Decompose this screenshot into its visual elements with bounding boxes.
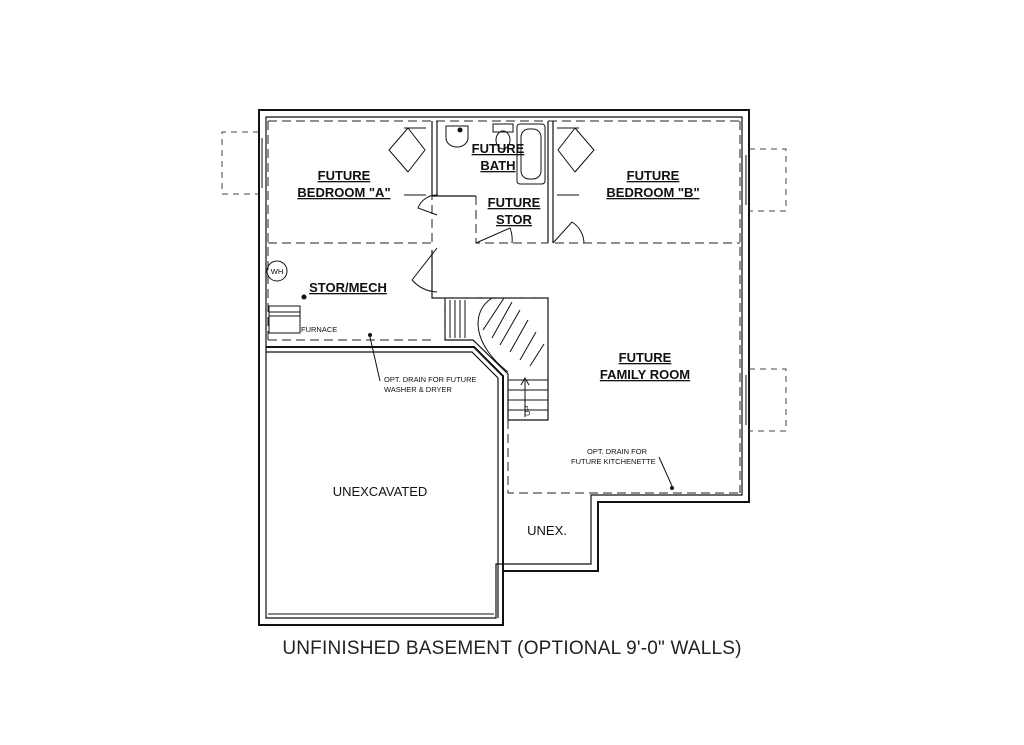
exterior-walls — [258, 109, 750, 626]
bedroom-a-label-1: FUTURE — [318, 168, 371, 183]
washer-drain-note-1: OPT. DRAIN FOR FUTURE — [384, 375, 477, 384]
bedroom-a-label-2: BEDROOM "A" — [297, 185, 390, 200]
stairs — [266, 250, 549, 618]
stor-label-2: STOR — [496, 212, 532, 227]
bedroom-b-label-2: BEDROOM "B" — [606, 185, 699, 200]
stairs-up-label: UP — [523, 406, 532, 416]
future-walls — [267, 120, 741, 494]
bath-label-1: FUTURE — [472, 141, 525, 156]
stor-mech-label: STOR/MECH — [309, 280, 387, 295]
furnace-label: FURNACE — [301, 325, 337, 334]
plan-caption: UNFINISHED BASEMENT (OPTIONAL 9'-0" WALL… — [282, 638, 742, 659]
stor-label-1: FUTURE — [488, 195, 541, 210]
family-room-label-2: FAMILY ROOM — [600, 367, 690, 382]
doors — [411, 194, 585, 293]
drain-leaders — [368, 333, 674, 490]
unex-label: UNEX. — [527, 523, 567, 538]
bedroom-b-label-1: FUTURE — [627, 168, 680, 183]
unexcavated-label: UNEXCAVATED — [333, 484, 428, 499]
washer-drain-note-2: WASHER & DRYER — [384, 385, 453, 394]
kitchenette-drain-note-1: OPT. DRAIN FOR — [587, 447, 648, 456]
bath-label-2: BATH — [480, 158, 515, 173]
mechanical — [266, 260, 307, 334]
closet-doors — [388, 127, 595, 196]
kitchenette-drain-note-2: FUTURE KITCHENETTE — [571, 457, 656, 466]
family-room-label-1: FUTURE — [619, 350, 672, 365]
core-partitions — [431, 121, 554, 243]
window-wells — [221, 131, 787, 432]
water-heater-label: WH — [271, 267, 284, 276]
